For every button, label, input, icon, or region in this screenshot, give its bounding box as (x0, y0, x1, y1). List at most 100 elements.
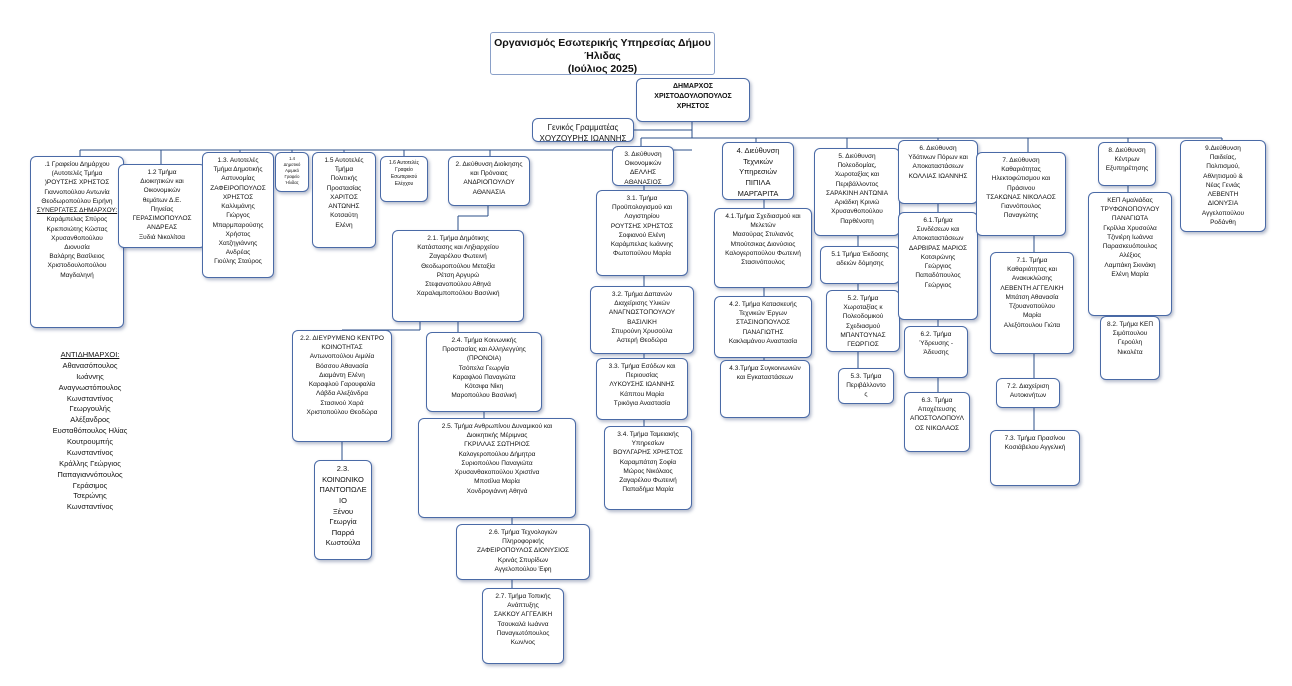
unit-1-5-line: Τμήμα (334, 166, 354, 174)
deputy-mayor-name: Κουτρουμπής (67, 437, 113, 446)
dept-2-2-line: 2.2. ΔΙΕΥΡΥΜΕΝΟ ΚΕΝΤΡΟ (300, 335, 384, 342)
dept-2-2-line: Λάβδα Αλεξάνδρα (316, 390, 368, 398)
dept-5-1-line: αδειών δόμησης (836, 260, 884, 268)
dept-3-2-line: 3.2. Τμήμα Δαπανών (611, 291, 673, 298)
dept-3-4-line: Καραμπάτση Σοφία (619, 458, 677, 466)
dept-6-1-line: Γεώργιος (924, 281, 952, 289)
unit-1-3-line: Τμήμα Δημοτικής (213, 166, 263, 174)
dept-3-1-line: Φωτοπούλου Μαρία (613, 250, 671, 258)
dir-5-line: Χρυσανθοπούλου (831, 208, 883, 216)
mayor-line: ΧΡΙΣΤΟΔΟΥΛΟΠΟΥΛΟΣ (654, 92, 732, 100)
dept-2-2-line: Αντωνοπούλου Αιμιλία (309, 353, 375, 361)
unit-1-4-line: Ήλιδας (285, 179, 299, 185)
dir-7-line: Παναγιώτης (1003, 212, 1039, 220)
unit-1-line: Βαλάρης Βασίλειος (49, 253, 105, 261)
dept-4-2-line: Κακλαμάνου Αναστασία (728, 337, 798, 345)
dept-2-1-line: Ρέτση Αργυρώ (436, 271, 480, 279)
dept-3-4-line: Υπηρεσίων (631, 440, 665, 448)
dir-9-line: 9.Διεύθυνση (1205, 145, 1241, 152)
dir-3-line: ΑΘΑΝΑΣΙΟΣ (624, 178, 662, 186)
deputy-mayor-name: Γεωργουλής (69, 404, 111, 414)
dept-5-2-line: ΜΠΑΝΤΟΥΝΑΣ (840, 331, 886, 339)
dept-6-1-line: Αποκαταστάσεων (912, 235, 964, 243)
unit-1-2-line: ΓΕΡΑΣΙΜΟΠΟΥΛΟΣ (132, 215, 192, 223)
dept-2-3-line: 2.3. (336, 464, 350, 473)
dept-6-1-line: Γεώργιος (924, 263, 952, 271)
dept-5-1-box: 5.1 Τμήμα Έκδοσης αδειών δόμησης (820, 246, 900, 284)
dept-3-2-line: Αστερή Θεοδώρα (616, 337, 668, 345)
dept-8-2-line: 8.2. Τμήμα ΚΕΠ (1106, 321, 1154, 328)
dir-9-line: Παιδείας, (1209, 154, 1237, 162)
dept-2-5-line: Χρυσανθακοπούλου Χριστίνα (454, 469, 540, 477)
deputy-mayor-name: Κράλλης Γεώργιος (59, 458, 121, 468)
dept-5-1-line: 5.1 Τμήμα Έκδοσης (831, 251, 889, 258)
dept-7-1-line: ΛΕΒΕΝΤΗ ΑΓΓΕΛΙΚΗ (1000, 284, 1064, 292)
unit-1-4-line: Αμιμικό (285, 167, 299, 173)
dept-7-2-line: Αυτοκινήτων (1009, 392, 1047, 400)
deputy-mayor-name: Κωνσταντίνος (66, 393, 114, 403)
dept-2-4-line: Μαροπούλου Βασιλική (451, 392, 517, 400)
unit-1-3-line: Ανδρέας (225, 249, 251, 257)
dept-4-2-line: ΣΤΑΣΙΝΟΠΟΥΛΟΣ (735, 319, 791, 327)
unit-1-5-line: Πολιτικής (330, 175, 358, 183)
dept-7-1-line: Μαρία (1022, 312, 1042, 320)
dept-4-1-line: Μελετών (750, 222, 776, 230)
dir-5-line: Πολεοδομίας, (837, 162, 877, 170)
dept-8-kep-line: Παρασκευόπουλος (1102, 243, 1158, 251)
dept-2-1-line: Θεοδωροπούλου Μεταξία (421, 262, 495, 270)
dept-2-4-line: Προστασίας και Αλληλεγγύης (442, 346, 526, 354)
unit-1-line: Καράμπελας Σπύρος (46, 216, 108, 224)
dept-2-4-line: 2.4. Τμήμα Κοινωνικής (451, 337, 517, 344)
unit-1-box: .1 Γραφείου Δημάρχου(Αυτοτελές Τμήμα)ΡΟΥ… (30, 156, 124, 328)
dept-2-3-line: ΚΟΙΝΩΝΙΚΟ (322, 474, 364, 484)
deputy-mayor-name: Κωνσταντίνος (66, 447, 114, 457)
dept-2-7-line: 2.7. Τμήμα Τοπικής (495, 593, 551, 600)
dept-8-kep-line: Τζινιέρη Ιωάννα (1107, 233, 1153, 241)
dept-7-1-line: Ανακυκλώσης (1011, 275, 1053, 283)
dept-4-1-line: Μπούτσικας Διονύσιος (730, 240, 796, 248)
dir-8-line: Εξυπηρέτησης (1105, 165, 1149, 173)
unit-1-4-line: Γραφείο (284, 173, 300, 179)
dir-5-line: Χωροταξίας και (834, 171, 880, 179)
deputy-mayor-name: Ευσταθόπουλος Ηλίας (52, 426, 128, 436)
dir-6-line: ΚΟΛΛΙΑΣ ΙΩΑΝΝΗΣ (908, 172, 968, 180)
unit-1-line: Διονυσία (64, 243, 90, 251)
dept-2-1-line: Ζαγαρέλου Φωτεινή (429, 253, 487, 261)
deputy-mayor-name: Ιωάννης (76, 371, 104, 381)
dept-2-3-line: Παρρά (331, 527, 355, 537)
unit-1-3-line: Αστυνομίας (221, 175, 255, 183)
deputy-mayor-name: Κωνσταντίνος (66, 502, 114, 512)
general-secretary-line: Γενικός Γραμματέας (547, 123, 619, 132)
dept-2-6-line: ΖΑΦΕΙΡΟΠΟΥΛΟΣ ΔΙΟΝΥΣΙΟΣ (476, 547, 570, 555)
unit-1-2-line: 1.2 Τμήμα (147, 169, 177, 176)
dept-8-kep-line: Λαμπάκη Σκινάκη (1104, 261, 1156, 269)
dept-2-3-line: ΠΑΝΤΟΠΩΛΕ (319, 485, 367, 495)
dept-6-2-line: Ύδρευσης - (918, 340, 954, 348)
dept-2-3-line: Γεωργία (329, 517, 357, 527)
dir-6-line: Αποκαταστάσεων (912, 163, 964, 171)
dept-3-1-line: Προϋπολογισμού και (611, 204, 672, 212)
unit-1-3-line: Γιούλης Σταύρος (214, 258, 262, 266)
unit-1-line: )ΡΟΥΤΣΗΣ ΧΡΗΣΤΟΣ (44, 179, 110, 187)
dir-7-line: ΤΣΑΚΩΝΑΣ ΝΙΚΟΛΑΟΣ (986, 193, 1056, 201)
deputy-mayor-name: Αθανασόπουλος (62, 360, 118, 370)
dept-6-1-line: Κοτσιρώνης (920, 253, 956, 261)
dir-6-line: 6. Διεύθυνση (919, 145, 957, 152)
unit-1-3-line: ΧΡΗΣΤΟΣ (222, 193, 254, 201)
dept-2-5-line: ΓΚΡΙΛΛΑΣ ΣΩΤΗΡΙΟΣ (464, 441, 530, 449)
unit-1-5-line: ΑΝΤΩΝΗΣ (328, 203, 360, 211)
dept-2-5-line: Διοικητικής Μέριμνας (466, 432, 528, 440)
dir-9-line: ΔΙΟΝΥΣΙΑ (1207, 200, 1239, 208)
dept-2-6-line: 2.6. Τμήμα Τεχνολογιών (488, 529, 558, 536)
unit-1-3-line: 1.3. Αυτοτελές (217, 157, 259, 164)
dir-4-line: Τεχνικών (743, 156, 773, 166)
dept-6-1-line: ΔΑΡΒΙΡΑΣ ΜΑΡΙΟΣ (908, 244, 968, 252)
